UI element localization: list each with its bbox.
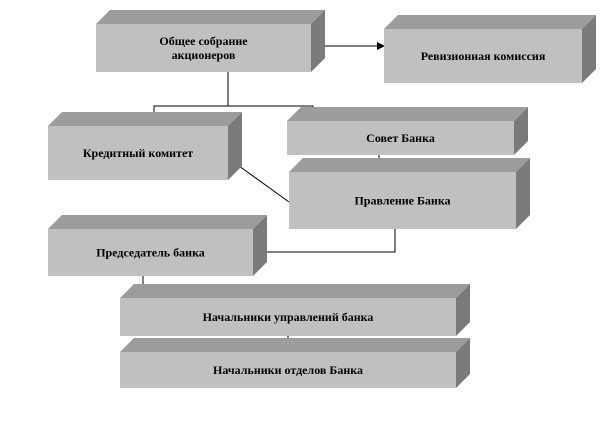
- box-side-face: [456, 284, 470, 336]
- box-front-face: [384, 29, 582, 83]
- box-top-face: [48, 215, 267, 229]
- box-label: Ревизионная комиссия: [421, 49, 546, 63]
- box-top-face: [48, 112, 242, 126]
- box-top-face: [287, 107, 528, 121]
- arrow-board-to-chairman: [252, 229, 396, 256]
- box-audit-commission: Ревизионная комиссия: [384, 15, 596, 83]
- box-label: Общее собрание: [159, 34, 248, 48]
- box-top-face: [289, 158, 530, 172]
- box-side-face: [311, 10, 325, 72]
- box-bank-chairman: Председатель банка: [48, 215, 267, 276]
- box-top-face: [96, 10, 325, 24]
- box-label: Начальники управлений банка: [203, 310, 374, 324]
- box-front-face: [120, 298, 456, 336]
- box-label: Начальники отделов Банка: [213, 363, 363, 377]
- box-side-face: [228, 112, 242, 180]
- box-top-face: [384, 15, 596, 29]
- box-bank-board: Правление Банка: [289, 158, 530, 229]
- box-side-face: [456, 338, 470, 388]
- box-label: Правление Банка: [354, 194, 450, 208]
- box-division-heads: Начальники отделов Банка: [120, 338, 470, 388]
- box-credit-committee: Кредитный комитет: [48, 112, 242, 180]
- box-label: Председатель банка: [96, 246, 205, 260]
- box-label: Кредитный комитет: [83, 146, 193, 160]
- box-side-face: [253, 215, 267, 276]
- box-side-face: [582, 15, 596, 83]
- box-label: акционеров: [172, 48, 236, 62]
- box-bank-council: Совет Банка: [287, 107, 528, 155]
- box-top-face: [120, 338, 470, 352]
- box-front-face: [287, 121, 514, 155]
- box-side-face: [516, 158, 530, 229]
- box-side-face: [514, 107, 528, 155]
- box-front-face: [48, 126, 228, 180]
- box-front-face: [48, 229, 253, 276]
- box-front-face: [96, 24, 311, 72]
- box-department-heads: Начальники управлений банка: [120, 284, 470, 336]
- box-label: Совет Банка: [366, 131, 435, 145]
- box-front-face: [289, 172, 516, 229]
- box-top-face: [120, 284, 470, 298]
- box-front-face: [120, 352, 456, 388]
